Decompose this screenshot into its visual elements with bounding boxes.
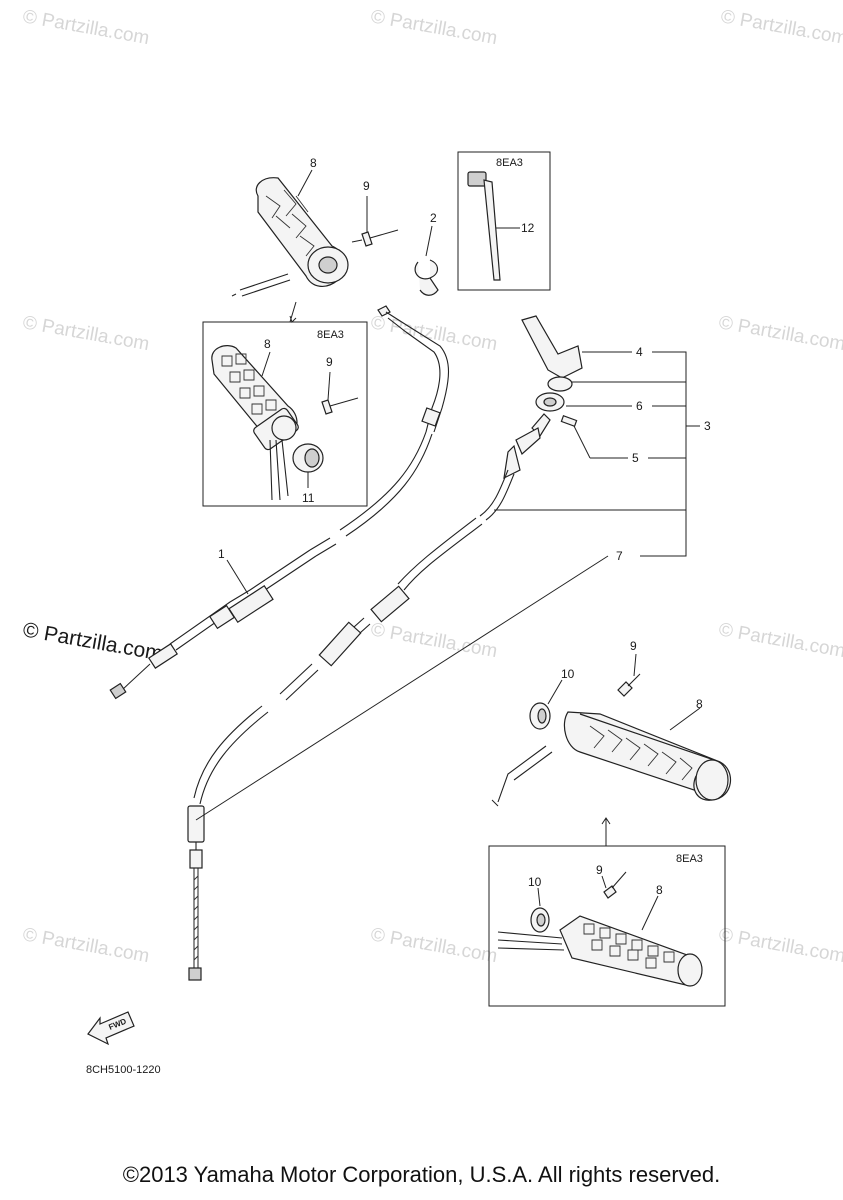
callout-1: 1 <box>218 547 225 561</box>
callout-5: 5 <box>632 451 639 465</box>
callout-9-bottom: 9 <box>596 863 603 877</box>
box-label-bottom-right: 8EA3 <box>676 853 703 865</box>
bolt-top <box>351 229 399 247</box>
pin-5 <box>560 415 578 427</box>
grip-left-box <box>211 345 299 501</box>
housing-6 <box>535 392 565 412</box>
watermark-main: © Partzilla.com <box>21 618 164 665</box>
collar-11 <box>292 443 324 473</box>
collar-10-right <box>529 702 551 730</box>
throttle-lever-4 <box>521 315 583 379</box>
watermark: © Partzilla.com <box>369 619 499 662</box>
variant-box-top-right <box>457 151 551 291</box>
variant-box-left <box>202 321 368 507</box>
callout-2: 2 <box>430 211 437 225</box>
callout-4: 4 <box>636 345 643 359</box>
bolt-left <box>321 397 359 415</box>
callout-8-top: 8 <box>310 156 317 170</box>
callout-9-top: 9 <box>363 179 370 193</box>
callout-10-bottom: 10 <box>528 875 542 889</box>
watermark: © Partzilla.com <box>719 6 843 49</box>
callout-8-left: 8 <box>264 337 271 351</box>
callout-6: 6 <box>636 399 643 413</box>
watermark: © Partzilla.com <box>21 924 151 967</box>
watermark: © Partzilla.com <box>21 312 151 355</box>
watermark: © Partzilla.com <box>21 6 151 49</box>
copyright-notice: ©2013 Yamaha Motor Corporation, U.S.A. A… <box>122 1162 721 1187</box>
washer <box>547 376 573 392</box>
diagram-code: 8CH5100-1220 <box>86 1064 161 1076</box>
collar-10-bottom <box>530 907 550 933</box>
callout-11: 11 <box>302 491 315 505</box>
watermark: © Partzilla.com <box>717 312 843 355</box>
watermark: © Partzilla.com <box>717 619 843 662</box>
box-label-left: 8EA3 <box>317 329 344 341</box>
throttle-cable-1 <box>109 305 449 700</box>
grip-bottom-box <box>497 915 703 987</box>
fwd-arrow-icon: FWD <box>87 1011 135 1046</box>
callout-10-right: 10 <box>561 667 575 681</box>
throttle-cable-7 <box>187 413 551 981</box>
grip-right <box>491 711 732 807</box>
cable-tie-12 <box>467 171 501 281</box>
watermark-layer: © Partzilla.com © Partzilla.com © Partzi… <box>21 6 843 967</box>
callout-9-right: 9 <box>630 639 637 653</box>
watermark: © Partzilla.com <box>369 6 499 49</box>
callout-8-bottom: 8 <box>656 883 663 897</box>
bolt-bottom <box>603 871 627 899</box>
watermark: © Partzilla.com <box>717 924 843 967</box>
callout-12: 12 <box>521 221 535 235</box>
variant-box-bottom-right <box>488 845 726 1007</box>
clip-2 <box>414 259 439 296</box>
callout-8-right: 8 <box>696 697 703 711</box>
callout-9-left: 9 <box>326 355 333 369</box>
callout-7: 7 <box>616 549 623 563</box>
bolt-right <box>617 673 641 697</box>
grip-top-left <box>231 177 349 297</box>
watermark: © Partzilla.com <box>369 924 499 967</box>
box-label-top-right: 8EA3 <box>496 157 523 169</box>
callout-3: 3 <box>704 419 711 433</box>
